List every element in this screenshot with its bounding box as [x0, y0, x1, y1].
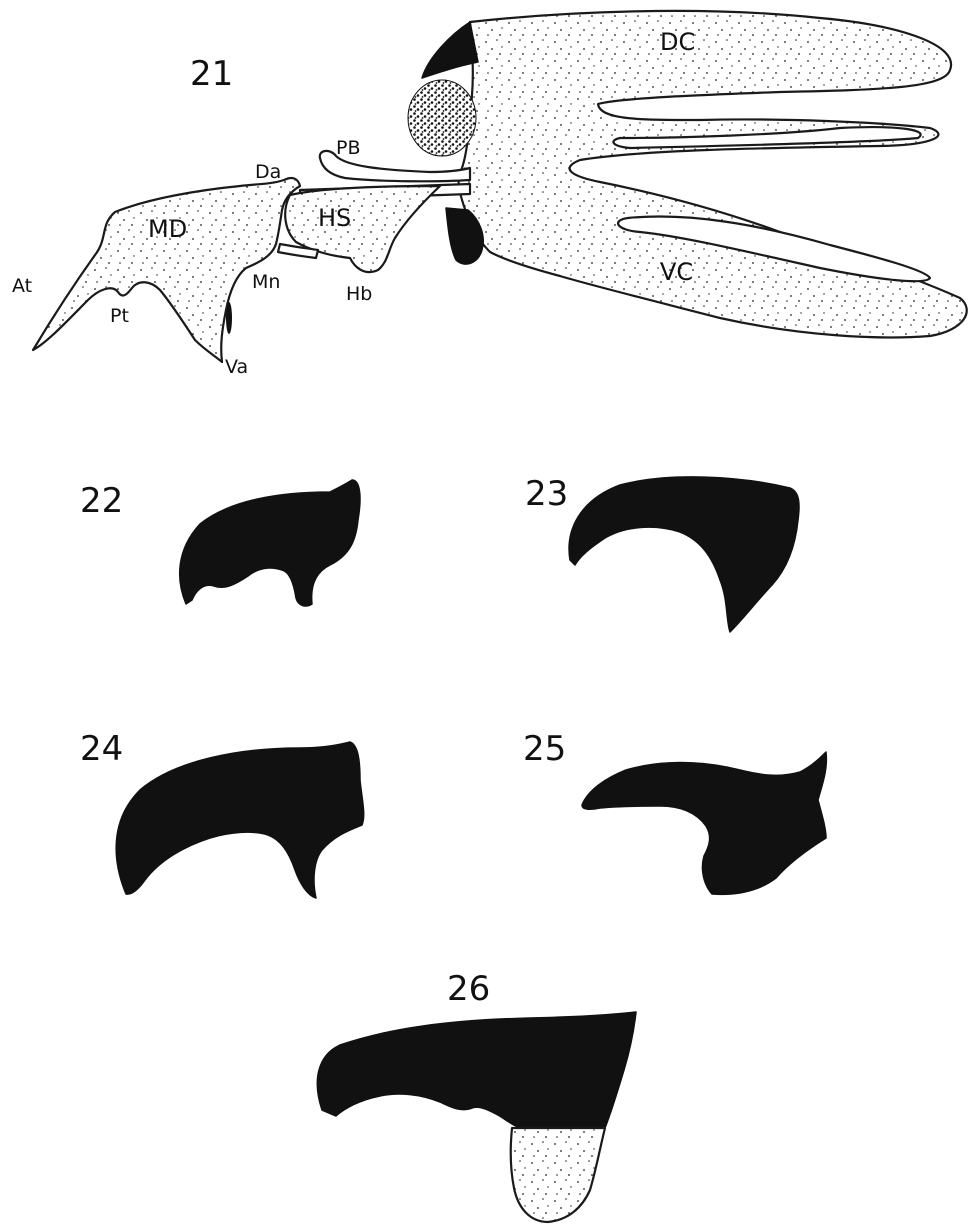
figure-22-number: 22 [80, 481, 123, 521]
figure-25: 25 [523, 729, 826, 894]
figure-25-mandible [582, 752, 826, 894]
figure-26-mandible-stippled-tip [511, 1128, 605, 1222]
figure-25-number: 25 [523, 729, 566, 769]
label-md: MD [148, 215, 187, 243]
label-hs: HS [318, 204, 351, 232]
figure-21-number: 21 [190, 54, 233, 94]
label-da: Da [255, 161, 281, 183]
figure-22: 22 [80, 480, 360, 606]
figure-26: 26 [317, 969, 636, 1222]
label-pt: Pt [110, 305, 129, 327]
figure-24-number: 24 [80, 729, 123, 769]
figure-24-mandible [116, 742, 364, 898]
mandible-shape [33, 178, 300, 362]
label-mn: Mn [252, 271, 280, 293]
ventral-slit [226, 302, 232, 334]
figure-23-number: 23 [525, 474, 568, 514]
label-at: At [12, 275, 32, 297]
label-dc: DC [660, 28, 695, 56]
figure-23: 23 [525, 474, 799, 632]
cartilage-body-shape [459, 11, 967, 338]
figure-21: 21 DC VC PB Da MD HS At Pt Mn [12, 11, 967, 378]
figure-26-mandible-dark [317, 1012, 636, 1128]
label-hb: Hb [346, 283, 372, 305]
label-va: Va [225, 356, 248, 378]
figure-24: 24 [80, 729, 364, 898]
dense-nodule [408, 80, 476, 156]
figure-26-number: 26 [447, 969, 490, 1009]
figure-22-mandible [180, 480, 360, 606]
figure-23-mandible [569, 477, 799, 632]
hypostomal-sclerite-shape [285, 186, 440, 272]
label-pb: PB [336, 137, 361, 159]
dorsal-cartilage-tip [422, 22, 478, 78]
label-vc: VC [660, 258, 693, 286]
